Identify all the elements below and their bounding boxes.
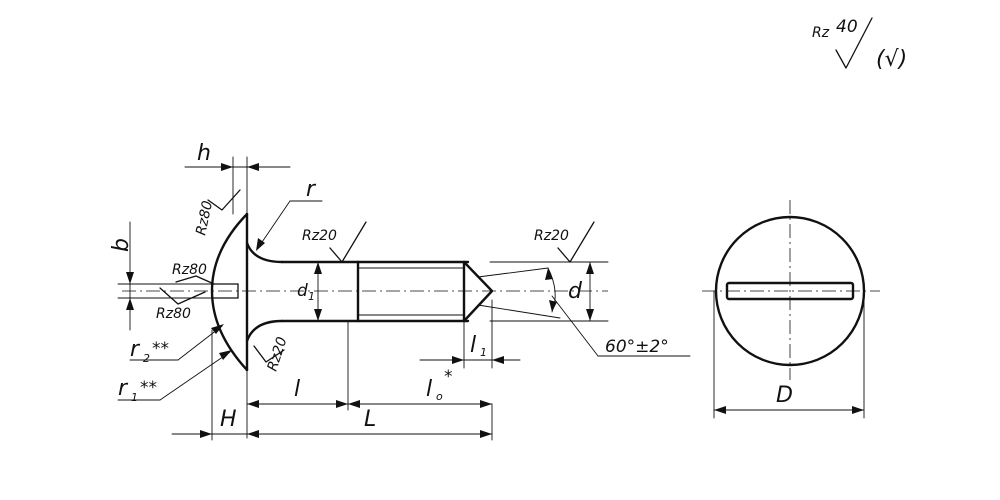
dim-H-label: H: [220, 407, 237, 432]
roughness-slot: Rz80 Rz80: [156, 262, 215, 322]
dim-h-label: h: [197, 141, 211, 166]
dim-l1: l 1: [419, 299, 521, 369]
roughness-thread: Rz20: [489, 221, 609, 263]
roughness-slot-upper-label: Rz80: [172, 262, 207, 278]
dim-l-row: l l o *: [246, 320, 493, 439]
dim-b: b: [109, 221, 214, 331]
dim-angle: 60°±2°: [477, 267, 691, 357]
roughness-head-top-label: Rz80: [193, 199, 216, 237]
dim-L-label: L: [364, 407, 376, 432]
dim-r1-sub: 1: [131, 391, 138, 404]
dim-l1-label: l: [470, 333, 476, 358]
dim-l1-sub: 1: [480, 346, 487, 359]
dim-l0-label: l: [426, 377, 432, 402]
general-roughness-symbol: Rz 40 (√): [812, 17, 907, 72]
roughness-head-top: Rz80: [193, 189, 241, 237]
head-fillet-top: [245, 241, 284, 264]
roughness-slot-lower-label: Rz80: [156, 306, 191, 322]
roughness-thread-label: Rz20: [534, 228, 569, 244]
dim-l0-sub: o: [436, 390, 443, 403]
slot-rect: [725, 281, 855, 301]
dim-r2: r 2 **: [129, 324, 224, 365]
dim-angle-label: 60°±2°: [605, 337, 669, 357]
roughness-head-bottom-label: Rz20: [265, 335, 291, 373]
dim-r1-mark: **: [140, 378, 157, 398]
dim-d: d: [489, 261, 609, 322]
dim-d1-label: d: [297, 281, 308, 301]
dim-r-label: r: [306, 177, 317, 202]
dim-h: h: [184, 141, 291, 215]
dim-l-label: l: [294, 377, 300, 402]
dim-d-label: d: [568, 279, 583, 304]
dim-r: r: [256, 177, 323, 251]
dim-D-label: D: [776, 383, 793, 408]
dim-d1: d 1: [297, 261, 322, 322]
roughness-shank: Rz20: [302, 221, 367, 263]
general-roughness-value: 40: [836, 17, 858, 37]
dim-b-label: b: [109, 238, 134, 252]
general-roughness-label: Rz: [812, 25, 830, 41]
roughness-shank-label: Rz20: [302, 228, 337, 244]
general-roughness-paren: (√): [876, 47, 907, 72]
dim-r1-label: r: [118, 376, 129, 401]
screw-side-view: [210, 212, 494, 372]
roughness-head-bottom: Rz20: [253, 335, 291, 373]
head-dome: [210, 212, 249, 372]
dim-r2-sub: 2: [143, 352, 150, 365]
dim-r2-mark: **: [152, 339, 169, 359]
dim-r1: r 1 **: [117, 350, 232, 404]
dim-r2-label: r: [130, 337, 141, 362]
screw-tip: [462, 260, 494, 323]
dim-d1-sub: 1: [308, 290, 315, 303]
dim-l0-mark: *: [444, 367, 453, 387]
head-fillet-bottom: [245, 319, 284, 343]
dim-H-L-row: H L: [171, 329, 493, 441]
dim-D: D: [713, 290, 865, 419]
